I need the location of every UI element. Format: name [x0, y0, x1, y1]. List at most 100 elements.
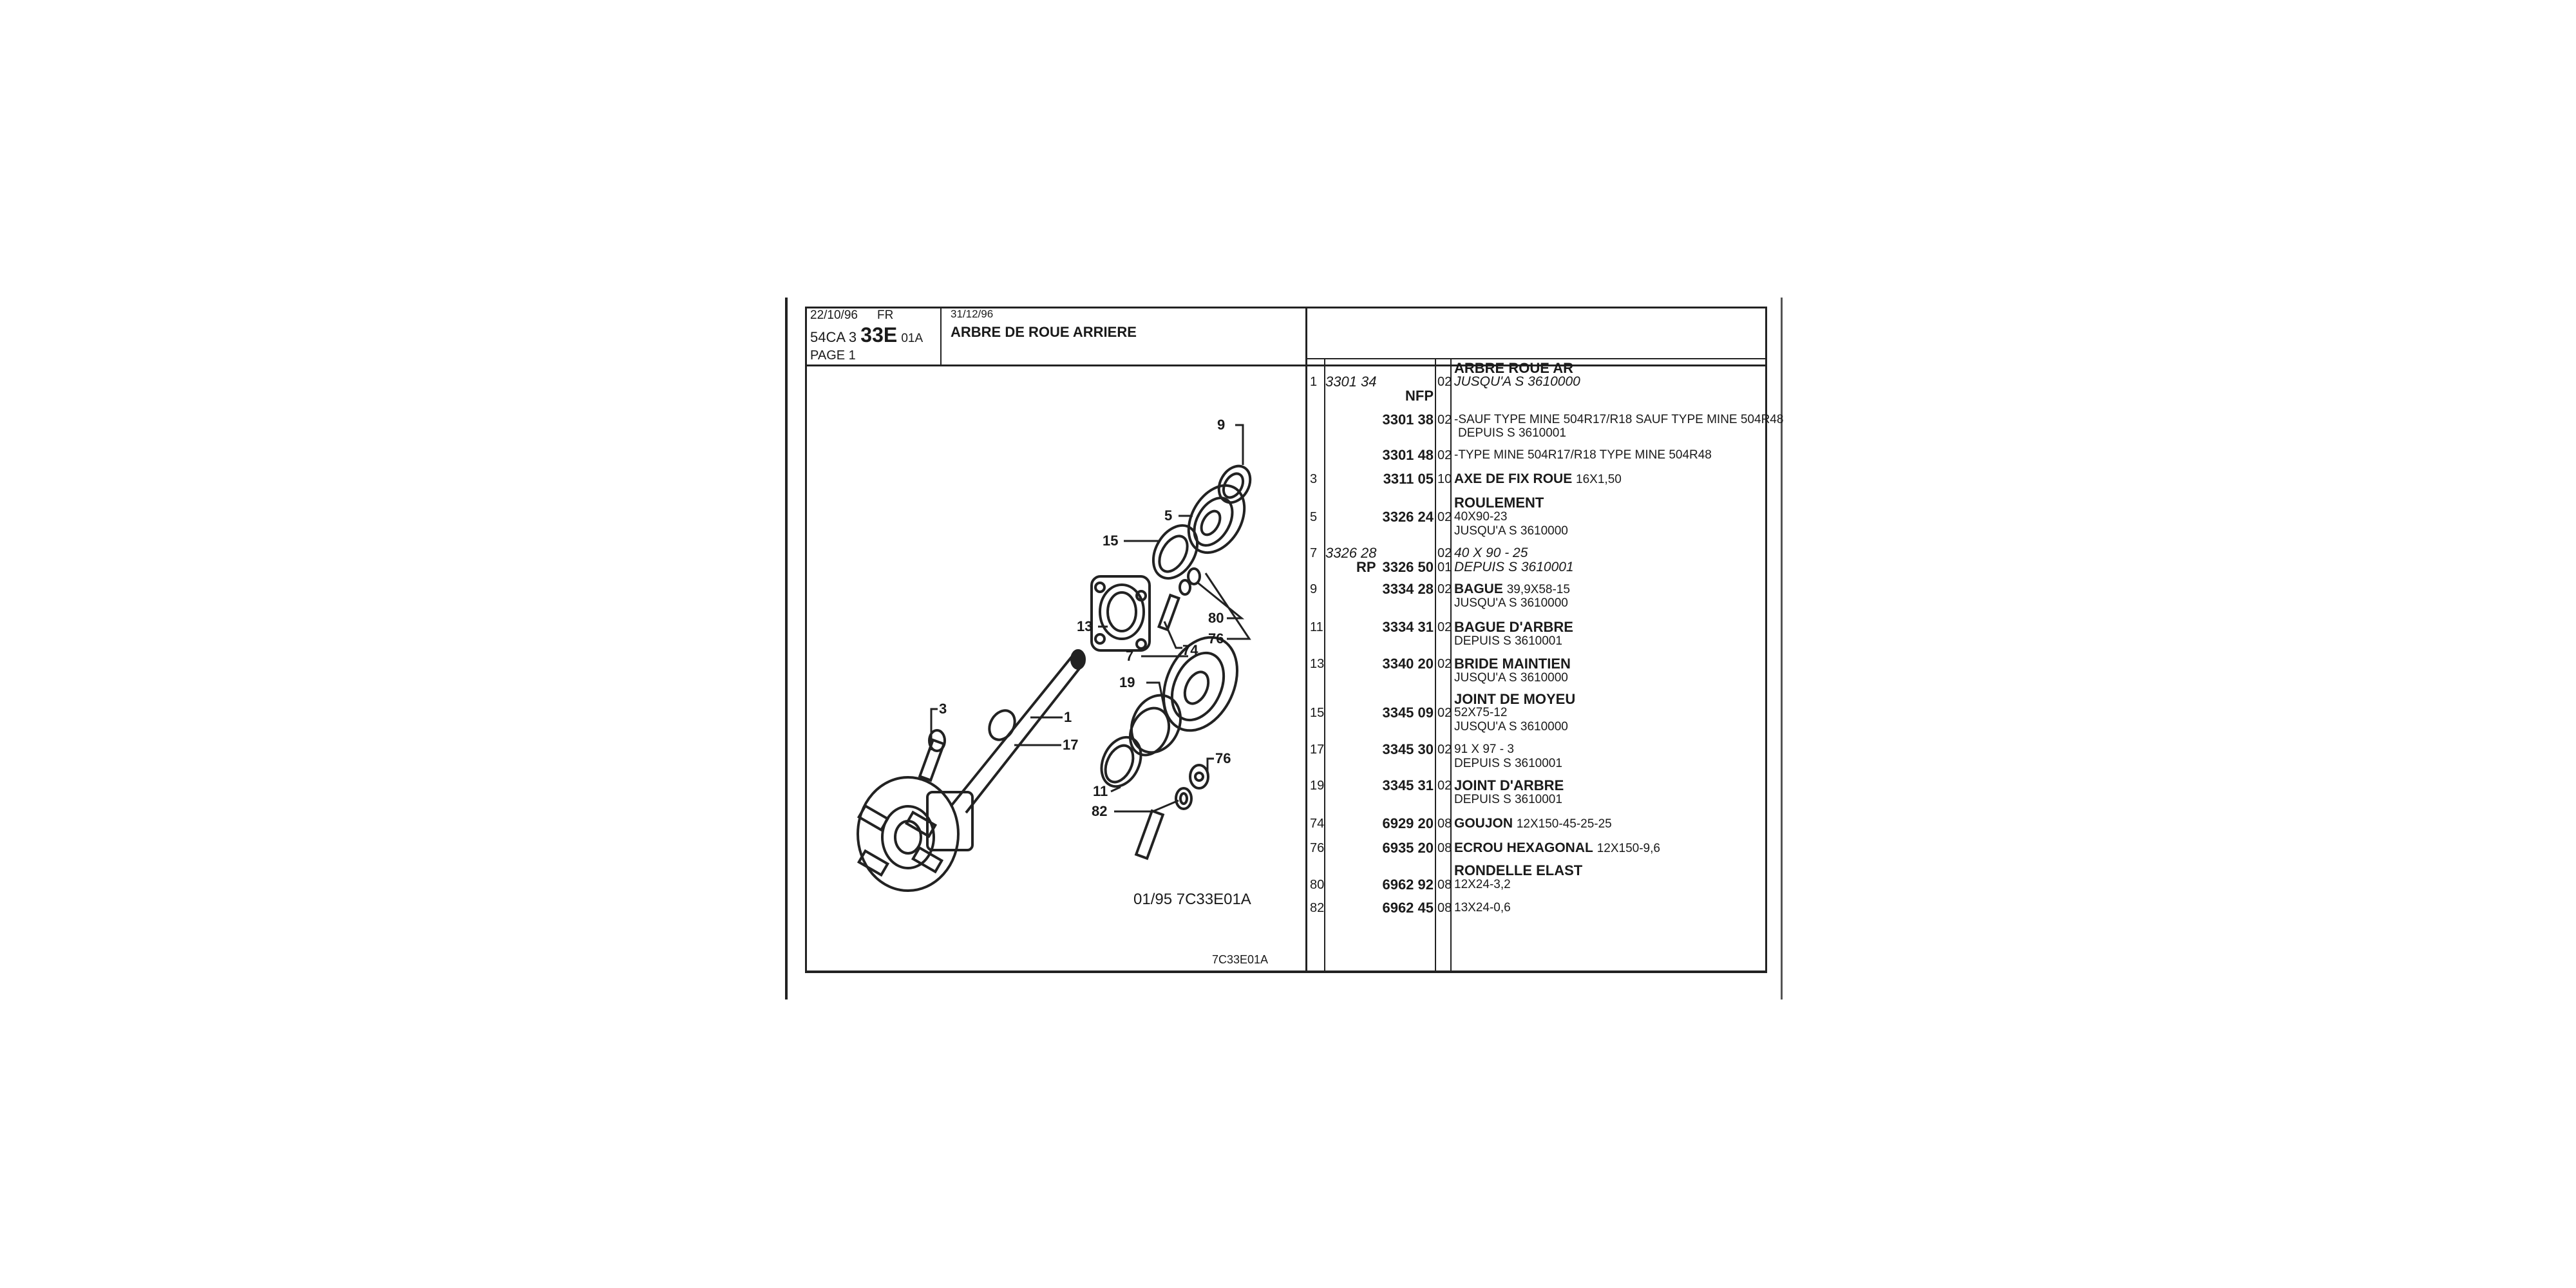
part-qty: 08: [1437, 817, 1452, 831]
callout-3: 3: [939, 701, 947, 717]
part-spec: 12X150-9,6: [1596, 842, 1660, 855]
part-note: JUSQU'A S 3610000: [1454, 374, 1580, 389]
part-ref: 3345 30: [1382, 741, 1434, 757]
callout-80: 80: [1208, 610, 1224, 626]
part-item-number: 82: [1310, 901, 1325, 915]
part-ref: 3301 38: [1382, 412, 1434, 428]
part-item-number: 7: [1310, 546, 1318, 560]
part-qty: 02: [1437, 620, 1452, 634]
part-note: DEPUIS S 3610001: [1454, 757, 1562, 770]
part-76-nut-icon: [1189, 764, 1209, 790]
callout-82: 82: [1092, 803, 1108, 819]
header-date-left: 22/10/96: [810, 308, 858, 322]
part-ref: 3334 31: [1382, 619, 1434, 635]
part-item-number: 11: [1310, 620, 1323, 634]
part-spec: 12X150-45-25-25: [1516, 817, 1612, 831]
part-qty: 02: [1437, 448, 1452, 462]
frame-top: [805, 307, 1767, 308]
part-title: JOINT D'ARBRE: [1454, 777, 1564, 793]
part-item-number: 76: [1310, 841, 1325, 855]
part-ref: 3345 31: [1382, 777, 1434, 793]
part-spec: 39,9X58-15: [1506, 583, 1570, 596]
part-item-number: 9: [1310, 582, 1318, 596]
callout-76-lower: 76: [1215, 750, 1231, 766]
part-spec: 52X75-12: [1454, 706, 1508, 719]
wheel-hub-icon: [857, 776, 974, 892]
outer-right-border: [1781, 298, 1783, 999]
header-lang: FR: [877, 308, 894, 322]
part-item-number: 3: [1310, 472, 1318, 486]
callout-19: 19: [1119, 674, 1135, 690]
bolt-icon: [1134, 809, 1165, 860]
part-5-bearing-icon: [1187, 484, 1246, 554]
part-ref: 6929 20: [1382, 815, 1434, 831]
part-title: GOUJON: [1454, 816, 1513, 831]
part-title: BAGUE D'ARBRE: [1454, 619, 1573, 635]
part-desc: ECROU HEXAGONAL 12X150-9,6: [1454, 840, 1660, 855]
part-74-stud-icon: [1157, 593, 1181, 632]
part-item-number: 17: [1310, 743, 1325, 757]
callout-13: 13: [1077, 618, 1093, 634]
callout-15: 15: [1103, 533, 1119, 549]
panel-divider: [1305, 307, 1307, 972]
part-title: AXE DE FIX ROUE: [1454, 471, 1573, 486]
diagram-ref-code: 7C33E01A: [1212, 953, 1269, 966]
part-3-bolt-icon: [918, 729, 946, 782]
frame-left: [805, 307, 807, 972]
frame-bottom: [805, 971, 1767, 973]
part-qty: 02: [1437, 779, 1452, 793]
part-ref: 6962 92: [1382, 876, 1434, 893]
part-item-number: 1: [1310, 375, 1318, 389]
part-item-number: 15: [1310, 706, 1325, 720]
part-spec: 16X1,50: [1576, 473, 1622, 486]
table-top: [1305, 358, 1766, 359]
part-ref: 6935 20: [1382, 840, 1434, 856]
part-ref-old: 3326 28: [1325, 545, 1377, 561]
part-qty: 08: [1437, 841, 1452, 855]
part-item-number: 74: [1310, 817, 1325, 831]
part-title: ARBRE ROUE AR: [1454, 360, 1573, 376]
diagram-caption: 01/95 7C33E01A: [1133, 891, 1251, 908]
header-sub: 01A: [901, 332, 923, 345]
part-qty: 02: [1437, 657, 1452, 671]
part-ref: 3311 05: [1383, 471, 1434, 487]
header-model: 54CA 3: [810, 329, 857, 345]
part-ref: 3340 20: [1382, 656, 1434, 672]
frame-right: [1765, 307, 1767, 972]
header-page: PAGE 1: [810, 348, 856, 363]
part-9-ring-icon: [1217, 464, 1252, 504]
part-qty: 02: [1437, 413, 1452, 427]
part-ref: 3334 28: [1382, 581, 1434, 597]
part-80-76-nut-washer-icon: [1179, 567, 1201, 596]
part-title: RONDELLE ELAST: [1454, 862, 1583, 878]
part-note: JUSQU'A S 3610000: [1454, 596, 1568, 610]
part-19-seal-icon: [1128, 694, 1182, 757]
part-prefix: RP: [1356, 559, 1376, 575]
part-item-number: 19: [1310, 779, 1325, 793]
part-qty: 02: [1437, 375, 1452, 389]
part-note: -SAUF TYPE MINE 504R17/R18 SAUF TYPE MIN…: [1454, 413, 1784, 426]
part-15-ring-icon: [1151, 524, 1199, 580]
part-note: JUSQU'A S 3610000: [1454, 524, 1568, 538]
outer-left-border: [785, 298, 788, 999]
part-note: DEPUIS S 3610001: [1454, 634, 1562, 648]
part-11-ring-icon: [1100, 735, 1142, 788]
part-13-flange-icon: [1090, 575, 1151, 652]
callout-5: 5: [1164, 507, 1173, 524]
part-note: DEPUIS S 3610001: [1454, 793, 1562, 806]
col-divider-ref: [1435, 358, 1436, 971]
part-qty: 10: [1437, 472, 1452, 486]
part-spec: 13X24-0,6: [1454, 901, 1511, 914]
header-catalog-code: 54CA 3 33E 01A: [810, 323, 923, 350]
part-qty: 02: [1437, 582, 1452, 596]
callout-76-upper: 76: [1208, 630, 1224, 647]
part-82-washer-icon: [1175, 787, 1193, 810]
part-title: ECROU HEXAGONAL: [1454, 840, 1593, 855]
part-7-bearing-icon: [1162, 636, 1239, 732]
part-spec: 40X90-23: [1454, 510, 1508, 524]
part-spec: 91 X 97 - 3: [1454, 743, 1514, 756]
callout-1: 1: [1064, 709, 1072, 725]
header-group: 33E: [860, 323, 898, 346]
part-spec: 12X24-3,2: [1454, 878, 1511, 891]
part-ref: 3345 09: [1382, 705, 1434, 721]
